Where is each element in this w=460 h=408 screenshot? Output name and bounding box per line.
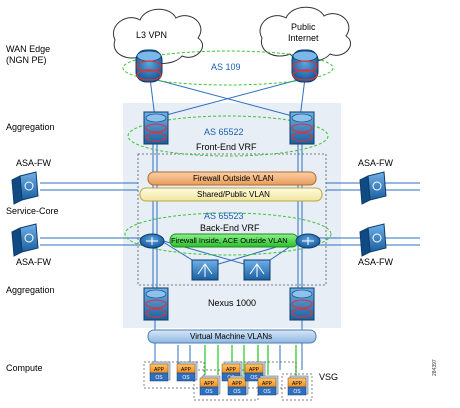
back-end-vrf-label: Back-End VRF <box>200 223 260 233</box>
tier-label-aggregation-top: Aggregation <box>6 122 55 132</box>
vm-app-icon: APP OS <box>257 375 279 396</box>
vm-app-text: APP <box>292 381 303 387</box>
vm-vlan-bar <box>147 329 317 344</box>
service-core-router-left <box>139 233 165 249</box>
vm-app-text: APP <box>262 381 273 387</box>
vm-os-text: OS <box>155 375 163 381</box>
vm-os-text: OS <box>182 375 190 381</box>
vm-app-icon: APP OS <box>149 361 171 382</box>
vm-app-text: APP <box>232 381 243 387</box>
tier-label-compute: Compute <box>6 363 43 373</box>
vm-app-icon: APP OS <box>199 375 221 396</box>
shared-public-vlan-label: Shared/Public VLAN <box>197 190 270 199</box>
as65522-label: AS 65522 <box>204 127 244 137</box>
shared-public-vlan-bar <box>139 187 323 202</box>
vsg-label: VSG <box>319 372 339 382</box>
vm-os-text: OS <box>293 389 301 395</box>
asa-fw-label-bottom-right: ASA-FW <box>358 257 393 267</box>
firewall-outside-vlan-bar <box>147 171 317 186</box>
as109-label: AS 109 <box>211 62 241 72</box>
front-end-vrf-label: Front-End VRF <box>196 142 257 152</box>
asa-fw-bottom-left <box>11 223 39 257</box>
ace-module-left <box>191 259 219 281</box>
asa-fw-label-top-left: ASA-FW <box>16 158 51 168</box>
vm-app-text: APP <box>249 367 260 373</box>
vm-os-text: OS <box>250 375 258 381</box>
nexus-1000-label: Nexus 1000 <box>208 298 257 308</box>
tier-label-aggregation-bottom: Aggregation <box>6 285 55 295</box>
vm-app-icon: APP OS <box>176 361 198 382</box>
service-core-router-right <box>295 233 321 249</box>
service-core-dashed-box <box>137 153 327 286</box>
vm-app-text: APP <box>154 367 165 373</box>
as109-ellipse <box>122 50 334 86</box>
cloud-label-internet: Public Internet <box>288 22 319 43</box>
wan-router-right <box>291 49 319 83</box>
firewall-outside-vlan-label: Firewall Outside VLAN <box>193 174 274 183</box>
agg-switch-bottom-left <box>143 287 169 321</box>
firewall-inside-vlan-label: Firewall Inside, ACE Outside VLAN <box>171 236 288 245</box>
asa-fw-top-right <box>359 171 387 205</box>
vm-app-icon: APP OS <box>227 375 249 396</box>
vm-os-text: OS <box>233 389 241 395</box>
asa-fw-top-left <box>11 171 39 205</box>
vm-vlan-label: Virtual Machine VLANs <box>190 332 273 341</box>
ace-module-right <box>243 259 271 281</box>
vm-app-icon: APP OS <box>244 361 266 382</box>
agg-switch-bottom-right <box>289 287 315 321</box>
vm-app-text: APP <box>181 367 192 373</box>
vm-app-icon: APP OS <box>287 375 309 396</box>
asa-fw-bottom-right <box>359 223 387 257</box>
cloud-label-l3vpn: L3 VPN <box>136 30 168 40</box>
agg-switch-top-left <box>143 111 169 145</box>
figure-number: 284397 <box>432 359 438 376</box>
wan-router-left <box>135 49 163 83</box>
as65522-ellipse <box>127 115 329 157</box>
vm-os-text: OS <box>205 389 213 395</box>
agg-switch-top-right <box>289 111 315 145</box>
tier-label-service-core: Service-Core <box>6 206 59 216</box>
tier-label-wan-edge: WAN Edge (NGN PE) <box>6 44 51 65</box>
compute-host-box-1 <box>143 361 205 389</box>
vm-app-text: APP <box>226 367 237 373</box>
asa-fw-label-bottom-left: ASA-FW <box>16 257 51 267</box>
as65523-ellipse <box>124 212 332 256</box>
as65523-label: AS 65523 <box>204 211 244 221</box>
vm-app-text: APP <box>204 381 215 387</box>
asa-fw-label-top-right: ASA-FW <box>358 158 393 168</box>
vm-os-text: OS <box>263 389 271 395</box>
